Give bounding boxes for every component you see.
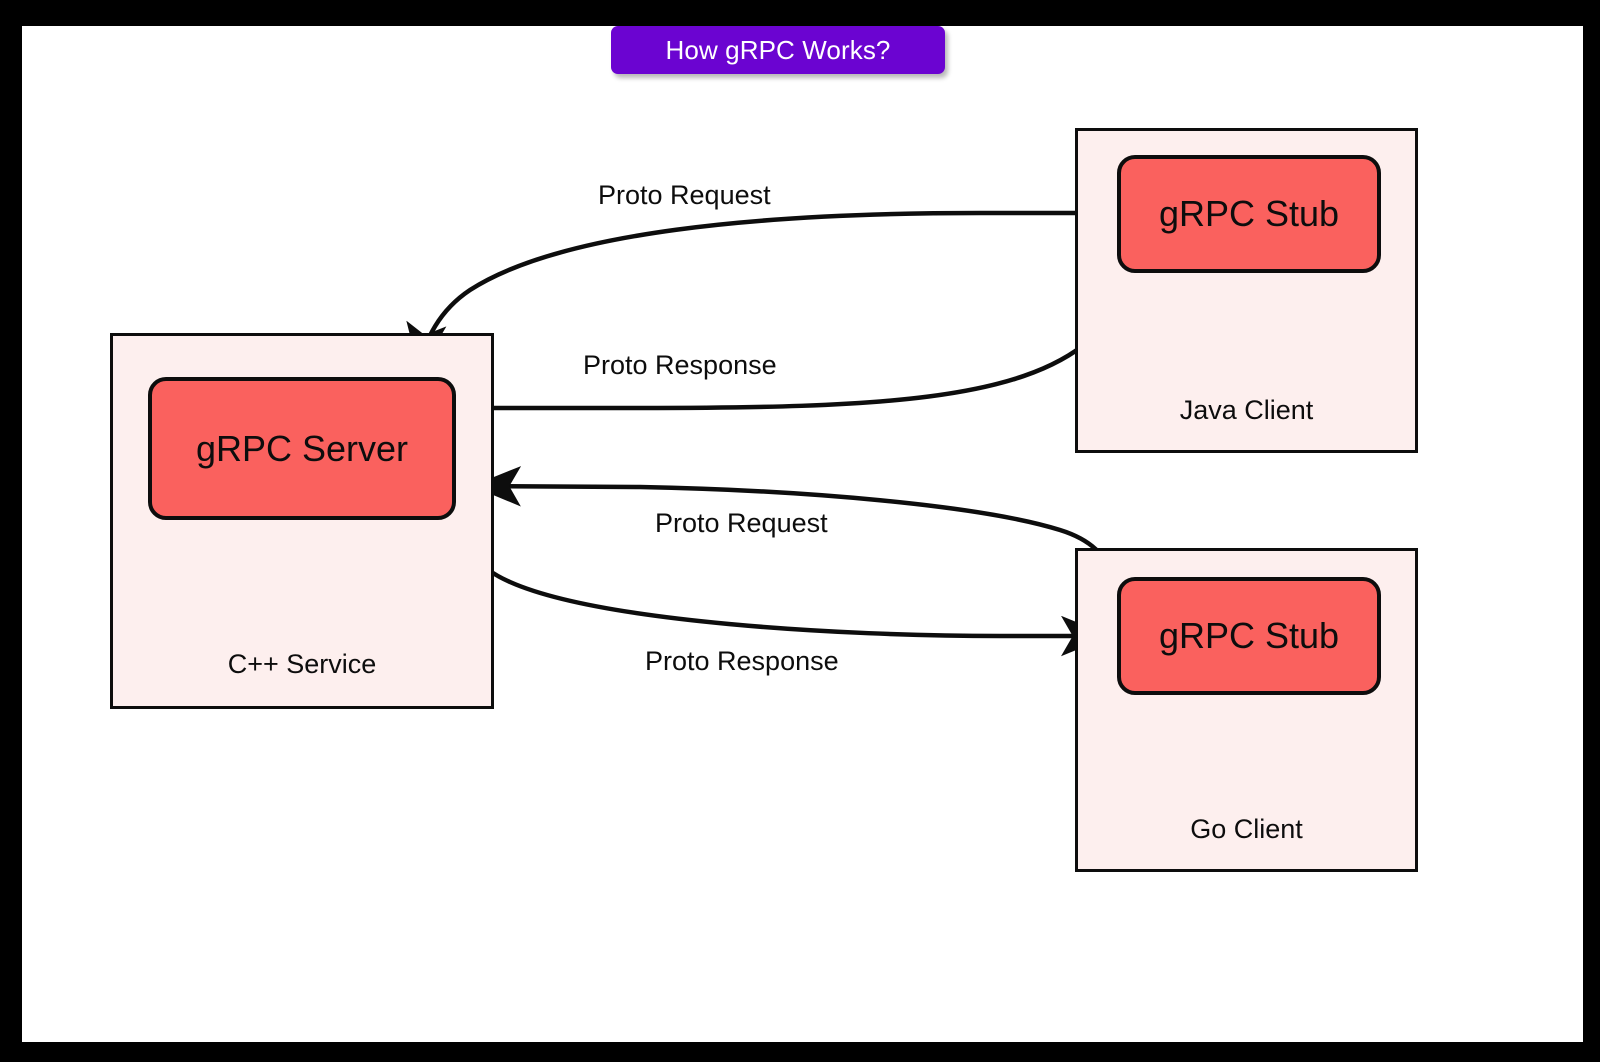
node-grpc-server[interactable]: gRPC Server bbox=[148, 377, 456, 520]
edge-label-java-request: Proto Request bbox=[598, 180, 771, 210]
node-go-grpc-stub[interactable]: gRPC Stub bbox=[1117, 577, 1381, 695]
container-label-go-client: Go Client bbox=[1190, 814, 1303, 844]
edge-label-go-response: Proto Response bbox=[645, 646, 839, 676]
edge-label-java-response: Proto Response bbox=[583, 350, 777, 380]
page-title: How gRPC Works? bbox=[665, 34, 891, 65]
edge-java-response-path bbox=[456, 277, 1142, 411]
node-label-java-grpc-stub: gRPC Stub bbox=[1158, 193, 1340, 234]
edge-label-go-request: Proto Request bbox=[655, 508, 828, 538]
page-title-banner: How gRPC Works? bbox=[611, 26, 945, 74]
container-label-java-client: Java Client bbox=[1179, 395, 1314, 425]
container-label-cpp-service: C++ Service bbox=[227, 649, 377, 679]
node-label-go-grpc-stub: gRPC Stub bbox=[1158, 615, 1340, 656]
edge-go-request-path bbox=[471, 466, 1115, 577]
node-label-grpc-server: gRPC Server bbox=[195, 427, 409, 469]
edge-java-request-path bbox=[406, 210, 1118, 373]
node-java-grpc-stub[interactable]: gRPC Stub bbox=[1117, 155, 1381, 273]
